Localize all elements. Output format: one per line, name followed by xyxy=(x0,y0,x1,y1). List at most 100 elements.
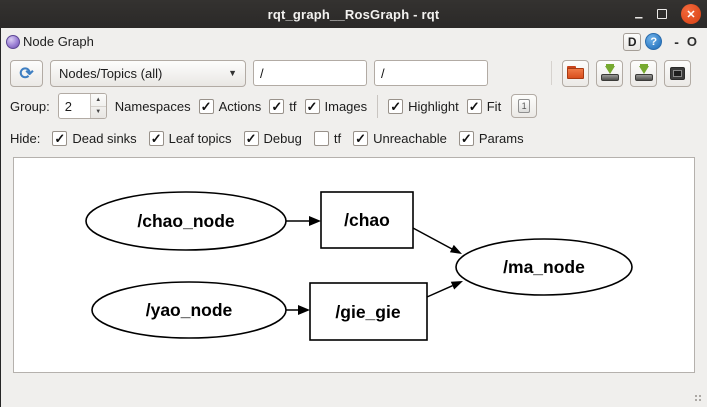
group-spin-buttons: ▲ ▼ xyxy=(89,94,106,118)
window-titlebar[interactable]: rqt_graph__RosGraph - rqt – ✕ xyxy=(0,0,707,28)
checkbox-fit-box: ✓ xyxy=(466,98,482,114)
dock-titlebar: Node Graph D ? - O xyxy=(1,28,707,55)
node-filter-input[interactable] xyxy=(253,60,367,86)
refresh-button[interactable]: ⟳ xyxy=(10,59,43,87)
toolbar-row-options: Group: 2 ▲ ▼ Namespaces ✓ Actions ✓ tf ✓… xyxy=(1,90,707,122)
checkbox-highlight[interactable]: ✓ Highlight xyxy=(388,98,459,114)
checkbox-actions-box: ✓ xyxy=(198,98,214,114)
graph-nodes xyxy=(85,191,633,341)
dock-controls: D ? - O xyxy=(623,32,699,51)
hide-label: Hide: xyxy=(10,130,41,146)
checkbox-debug[interactable]: ✓ Debug xyxy=(243,130,302,146)
graph-node-labels: /chao_node /chao /ma_node /yao_node /gie… xyxy=(137,210,585,322)
minimize-button[interactable]: – xyxy=(634,9,643,26)
window-title: rqt_graph__RosGraph - rqt xyxy=(267,6,440,22)
close-button[interactable]: ✕ xyxy=(681,4,701,24)
checkbox-fit[interactable]: ✓ Fit xyxy=(466,98,502,114)
node-ma_node-label: /ma_node xyxy=(503,257,585,277)
dock-close-button[interactable]: O xyxy=(686,34,697,49)
checkbox-tf-hide[interactable]: tf xyxy=(313,130,342,146)
checkbox-params-box: ✓ xyxy=(458,130,474,146)
toolbar-separator xyxy=(551,61,552,85)
group-value: 2 xyxy=(64,98,72,114)
spin-up-icon[interactable]: ▲ xyxy=(90,94,106,107)
topic-filter-input[interactable] xyxy=(374,60,488,86)
checkbox-tf-hide-box xyxy=(313,130,329,146)
graph-type-select[interactable]: Nodes/Topics (all) ▼ xyxy=(50,59,246,87)
checkbox-unreachable-label: Unreachable xyxy=(373,130,447,146)
edge-chao-to-ma_node xyxy=(412,227,453,250)
screenshot-button[interactable] xyxy=(664,59,691,87)
load-dot-button[interactable] xyxy=(562,59,589,87)
node-gie_gie-label: /gie_gie xyxy=(335,302,400,322)
checkbox-images[interactable]: ✓ Images xyxy=(304,98,368,114)
checkbox-tf-hide-label: tf xyxy=(333,130,342,146)
window-left-border xyxy=(0,0,1,407)
checkbox-leaf-topics-label: Leaf topics xyxy=(168,130,232,146)
edge-gie_gie-to-ma_node xyxy=(426,285,453,298)
graph-canvas[interactable]: /chao_node /chao /ma_node /yao_node /gie… xyxy=(13,157,695,373)
node-yao_node-label: /yao_node xyxy=(146,300,233,320)
save-image-icon xyxy=(634,63,653,81)
dock-title: Node Graph xyxy=(23,34,94,49)
graph-type-value: Nodes/Topics (all) xyxy=(59,65,163,81)
node-chao_node-label: /chao_node xyxy=(137,211,235,231)
dock-detach-button[interactable]: D xyxy=(623,32,642,51)
checkbox-unreachable-box: ✓ xyxy=(353,130,369,146)
graph-arrowheads xyxy=(298,216,463,315)
group-label: Group: xyxy=(10,98,50,114)
checkbox-actions-label: Actions xyxy=(218,98,262,114)
node-chao_node xyxy=(85,191,287,251)
toolbar-row-hide: Hide: ✓ Dead sinks ✓ Leaf topics ✓ Debug… xyxy=(1,123,707,153)
checkbox-highlight-box: ✓ xyxy=(388,98,404,114)
toolbar-file-buttons xyxy=(551,59,691,87)
checkbox-tf-show[interactable]: ✓ tf xyxy=(269,98,297,114)
node-gie_gie xyxy=(309,282,428,341)
maximize-button[interactable] xyxy=(657,9,667,19)
chevron-down-icon: ▼ xyxy=(228,68,237,78)
checkbox-dead-sinks[interactable]: ✓ Dead sinks xyxy=(52,130,137,146)
checkbox-fit-label: Fit xyxy=(486,98,502,114)
checkbox-actions[interactable]: ✓ Actions xyxy=(198,98,262,114)
save-dot-button[interactable] xyxy=(596,59,623,87)
screenshot-icon xyxy=(670,66,685,80)
help-icon: ? xyxy=(650,35,658,48)
checkbox-leaf-topics-box: ✓ xyxy=(148,130,164,146)
refresh-icon: ⟳ xyxy=(19,63,34,83)
resize-grip[interactable] xyxy=(694,394,703,403)
checkbox-leaf-topics[interactable]: ✓ Leaf topics xyxy=(148,130,232,146)
fit-in-view-button[interactable]: 1 xyxy=(511,94,538,118)
spin-down-icon[interactable]: ▼ xyxy=(95,109,102,116)
node-graph-plugin-icon xyxy=(6,34,20,49)
window-controls: – ✕ xyxy=(635,0,701,28)
checkbox-tf-show-box: ✓ xyxy=(269,98,285,114)
arrowhead-icon xyxy=(449,244,462,254)
toolbar-row-filters: ⟳ Nodes/Topics (all) ▼ xyxy=(1,57,707,89)
checkbox-params[interactable]: ✓ Params xyxy=(458,130,524,146)
save-image-button[interactable] xyxy=(630,59,657,87)
arrowhead-icon xyxy=(450,281,463,290)
checkbox-params-label: Params xyxy=(478,130,524,146)
checkbox-debug-label: Debug xyxy=(263,130,302,146)
checkbox-unreachable[interactable]: ✓ Unreachable xyxy=(353,130,447,146)
group-spinbox[interactable]: 2 ▲ ▼ xyxy=(57,93,107,119)
graph-edges xyxy=(286,220,453,311)
node-graph-svg: /chao_node /chao /ma_node /yao_node /gie… xyxy=(85,191,633,341)
options-separator xyxy=(377,94,379,118)
arrowhead-icon xyxy=(309,216,321,226)
close-icon: ✕ xyxy=(686,8,696,21)
namespaces-label: Namespaces xyxy=(114,98,191,114)
open-folder-icon xyxy=(567,66,584,80)
checkbox-debug-box: ✓ xyxy=(243,130,259,146)
dock-minimize-button[interactable]: - xyxy=(674,33,679,50)
dock-help-button[interactable]: ? xyxy=(645,33,663,50)
node-chao xyxy=(320,191,414,249)
arrowhead-icon xyxy=(298,305,310,315)
save-icon xyxy=(600,63,619,81)
node-yao_node xyxy=(91,281,287,339)
checkbox-images-label: Images xyxy=(324,98,368,114)
node-ma_node xyxy=(455,238,633,296)
node-chao-label: /chao xyxy=(344,210,390,230)
checkbox-images-box: ✓ xyxy=(304,98,320,114)
